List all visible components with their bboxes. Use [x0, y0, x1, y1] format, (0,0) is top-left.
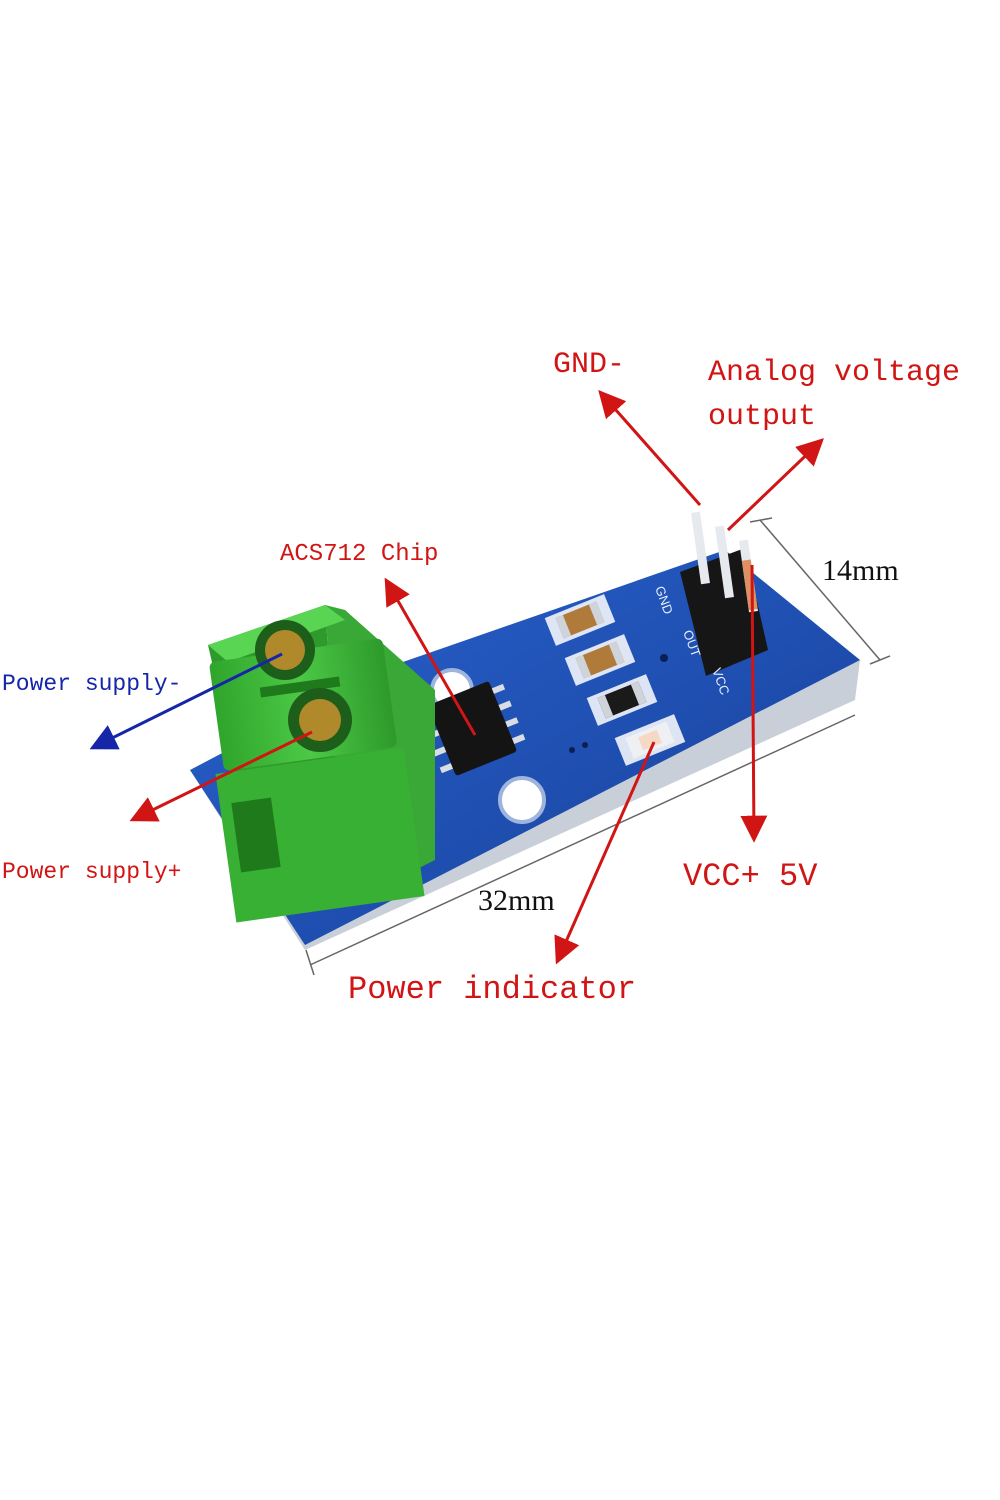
screw-terminal — [208, 605, 435, 923]
label-chip: ACS712 Chip — [280, 541, 438, 568]
label-power-indicator: Power indicator — [348, 971, 636, 1008]
arrow-vcc — [740, 564, 768, 843]
mounting-hole — [498, 776, 546, 824]
arrow-chip — [384, 577, 477, 736]
header-pins — [680, 511, 768, 676]
arrow-power-plus — [129, 730, 313, 822]
dimension-length — [305, 714, 856, 976]
arrow-power-minus — [89, 652, 283, 750]
label-analog-output-line1: Analog voltage — [708, 356, 960, 390]
via-dot — [569, 747, 575, 753]
label-width-14mm: 14mm — [822, 554, 899, 587]
label-analog-output-line2: output — [708, 400, 816, 434]
label-gnd: GND- — [553, 348, 625, 382]
arrow-power-indicator — [554, 741, 656, 965]
label-length-32mm: 32mm — [478, 884, 555, 917]
label-vcc: VCC+ 5V — [683, 858, 818, 895]
dimension-width — [749, 517, 891, 665]
via-dot — [582, 742, 588, 748]
arrow-gnd — [598, 389, 702, 506]
label-power-supply-plus: Power supply+ — [2, 859, 181, 885]
smd-components — [544, 594, 686, 766]
pin-out — [715, 525, 734, 599]
via-dot — [660, 654, 668, 662]
pin-gnd — [691, 511, 710, 585]
arrow-analog-output — [726, 438, 824, 532]
label-power-supply-minus: Power supply- — [2, 671, 181, 697]
